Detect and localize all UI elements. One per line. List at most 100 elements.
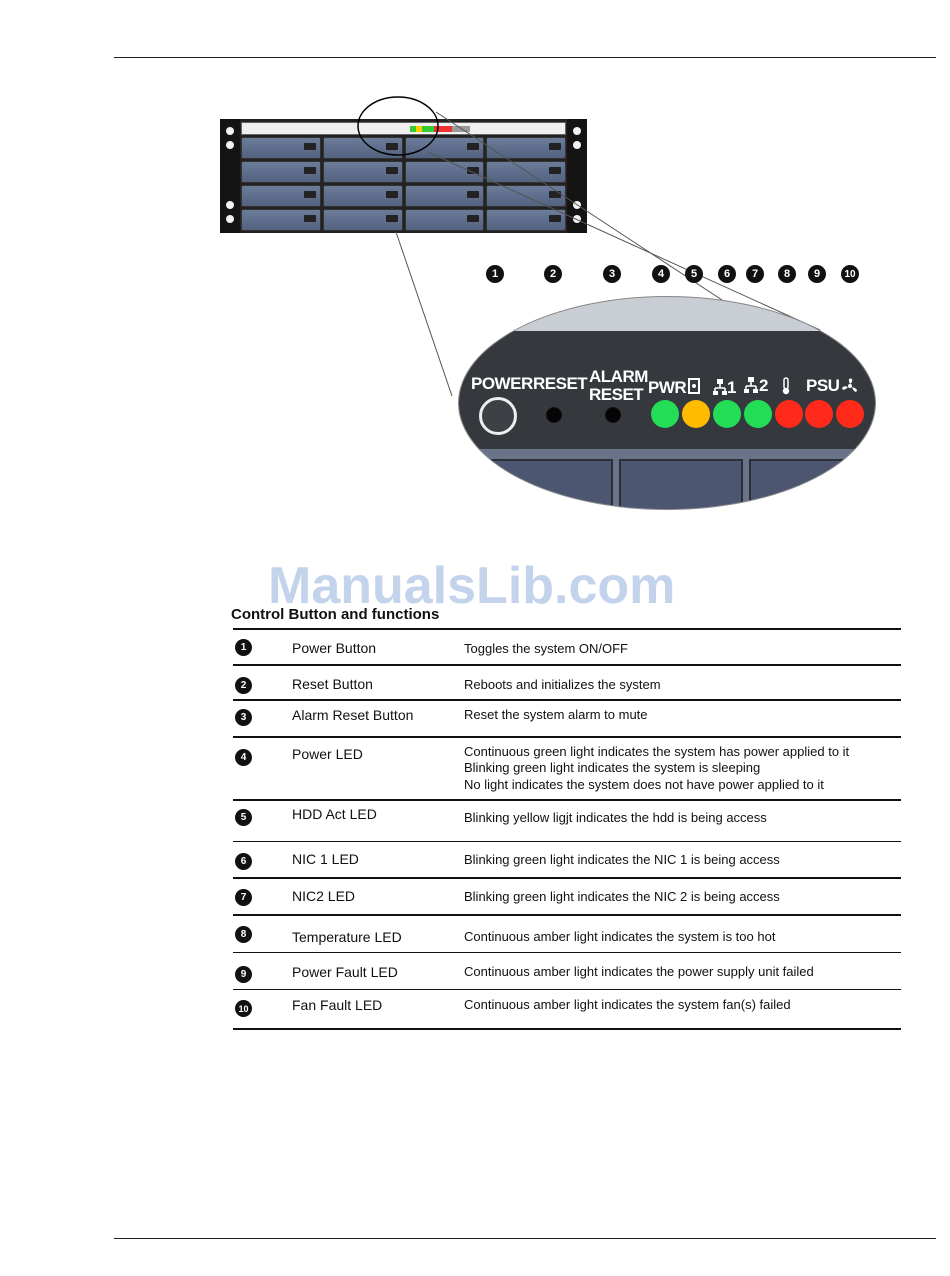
callout-number: 3 xyxy=(603,265,621,283)
rack-ear-left xyxy=(220,119,240,233)
row-description: Reset the system alarm to mute xyxy=(464,707,648,722)
table-row: 7 NIC2 LED Blinking green light indicate… xyxy=(233,877,901,914)
row-description: Continuous amber light indicates the sys… xyxy=(464,929,776,944)
panel-drive-area xyxy=(459,449,875,509)
row-number: 1 xyxy=(235,639,252,656)
power-label: POWER xyxy=(471,374,533,393)
control-function-table: 1 Power Button Toggles the system ON/OFF… xyxy=(233,628,901,1030)
row-name: Fan Fault LED xyxy=(292,997,383,1013)
rack-hole xyxy=(573,141,581,149)
hdd-icon xyxy=(688,378,700,394)
psu-label: PSU xyxy=(806,376,840,395)
row-description: No light indicates the system does not h… xyxy=(464,777,824,792)
row-description: Continuous amber light indicates the pow… xyxy=(464,964,814,979)
callout-number: 1 xyxy=(486,265,504,283)
rack-hole xyxy=(226,127,234,135)
drive-bay xyxy=(404,209,485,231)
callout-number: 4 xyxy=(652,265,670,283)
header-rule xyxy=(114,57,936,58)
nic2-led xyxy=(744,400,772,428)
network-icon xyxy=(744,377,758,393)
row-number: 10 xyxy=(235,1000,252,1017)
row-description: Blinking green light indicates the NIC 2… xyxy=(464,889,780,904)
table-row: 1 Power Button Toggles the system ON/OFF xyxy=(233,628,901,664)
row-description: Continuous green light indicates the sys… xyxy=(464,744,850,759)
row-name: Power LED xyxy=(292,746,363,762)
row-name: Reset Button xyxy=(292,676,373,692)
row-description: Blinking green light indicates the syste… xyxy=(464,760,761,775)
row-description: Toggles the system ON/OFF xyxy=(464,641,628,656)
row-number: 3 xyxy=(235,709,252,726)
drive-bay xyxy=(486,137,566,159)
rack-hole xyxy=(573,215,581,223)
callout-number: 2 xyxy=(544,265,562,283)
power-button[interactable] xyxy=(479,397,517,435)
rack-hole xyxy=(573,127,581,135)
callout-number: 8 xyxy=(778,265,796,283)
fan-icon xyxy=(842,378,857,392)
power-fault-led xyxy=(805,400,833,428)
nic1-led xyxy=(713,400,741,428)
callout-number: 6 xyxy=(718,265,736,283)
hdd-act-led xyxy=(682,400,710,428)
callout-number: 10 xyxy=(841,265,859,283)
table-row: 5 HDD Act LED Blinking yellow ligjt indi… xyxy=(233,799,901,841)
table-row: 3 Alarm Reset Button Reset the system al… xyxy=(233,699,901,736)
row-description: Blinking yellow ligjt indicates the hdd … xyxy=(464,810,767,825)
table-title: Control Button and functions xyxy=(231,606,440,623)
drive-bay xyxy=(486,209,566,231)
rack-hole xyxy=(226,141,234,149)
reset-button[interactable] xyxy=(546,407,562,423)
panel-face xyxy=(459,331,875,449)
drive-slot xyxy=(749,459,873,509)
row-name: NIC 1 LED xyxy=(292,851,359,867)
server-chassis-illustration xyxy=(220,119,587,233)
magnified-control-panel: POWER RESET ALARM RESET PWR 1 2 PSU xyxy=(458,296,876,510)
row-number: 7 xyxy=(235,889,252,906)
drive-slot xyxy=(489,459,613,509)
drive-bays xyxy=(241,137,566,231)
table-bottom-rule xyxy=(233,1028,901,1030)
watermark: ManualsLib.com xyxy=(268,557,676,615)
row-number: 8 xyxy=(235,926,252,943)
callout-number: 7 xyxy=(746,265,764,283)
table-row: 2 Reset Button Reboots and initializes t… xyxy=(233,664,901,699)
temperature-icon xyxy=(782,377,790,395)
drive-bay xyxy=(322,209,403,231)
row-description: Blinking green light indicates the NIC 1… xyxy=(464,852,780,867)
drive-bay xyxy=(241,137,321,159)
rack-hole xyxy=(226,201,234,209)
rack-ear-right xyxy=(567,119,587,233)
table-row: 4 Power LED Continuous green light indic… xyxy=(233,736,901,799)
row-number: 5 xyxy=(235,809,252,826)
alarm-reset-button[interactable] xyxy=(605,407,621,423)
row-name: NIC2 LED xyxy=(292,888,356,904)
drive-bay xyxy=(322,185,403,207)
footer-rule xyxy=(114,1238,936,1239)
network-icon xyxy=(713,379,727,395)
drive-bay xyxy=(322,161,403,183)
drive-bay xyxy=(241,161,321,183)
table-row: 6 NIC 1 LED Blinking green light indicat… xyxy=(233,841,901,877)
led-strip xyxy=(410,126,470,132)
fan-fault-led xyxy=(836,400,864,428)
row-description: Continuous amber light indicates the sys… xyxy=(464,997,791,1012)
row-name: Alarm Reset Button xyxy=(292,707,414,723)
pwr-label: PWR xyxy=(648,378,687,397)
table-row: 8 Temperature LED Continuous amber light… xyxy=(233,914,901,952)
drive-bay xyxy=(404,161,485,183)
row-number: 6 xyxy=(235,853,252,870)
drive-bay xyxy=(241,209,321,231)
row-name: Power Fault LED xyxy=(292,964,398,980)
drive-bay xyxy=(404,137,485,159)
row-description: Reboots and initializes the system xyxy=(464,677,661,692)
nic1-label: 1 xyxy=(727,378,736,397)
row-number: 9 xyxy=(235,966,252,983)
zoom-line xyxy=(395,231,453,397)
alarm-reset-label: RESET xyxy=(589,385,644,404)
nic2-label: 2 xyxy=(759,376,768,395)
table-row: 9 Power Fault LED Continuous amber light… xyxy=(233,952,901,989)
front-control-strip xyxy=(241,122,566,135)
row-name: Temperature LED xyxy=(292,929,402,945)
drive-bay xyxy=(404,185,485,207)
